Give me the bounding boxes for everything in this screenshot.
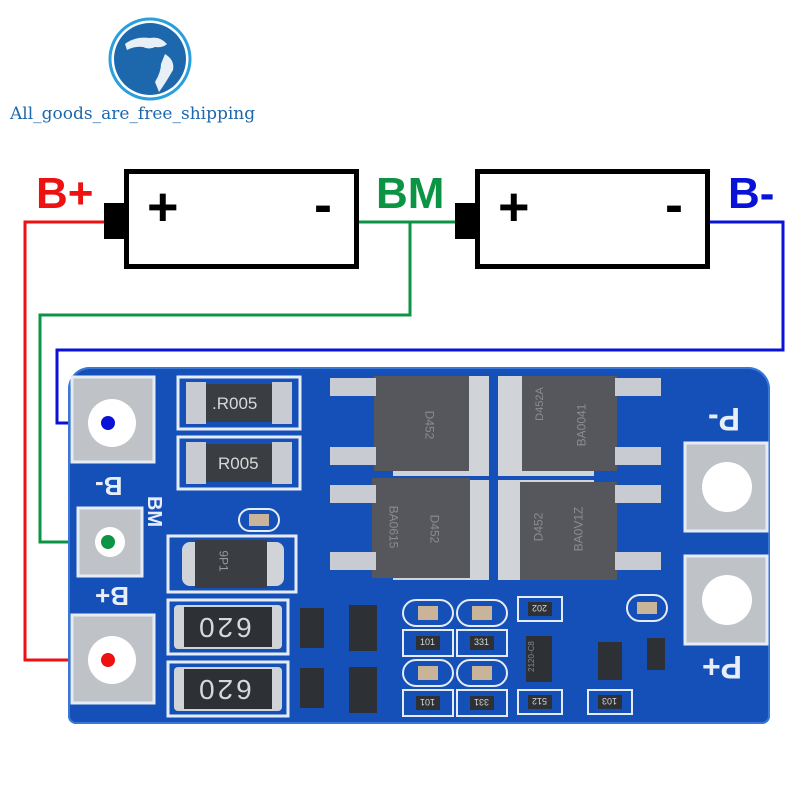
shunt-1-marking: .R005 [212,394,258,413]
resistor-620-2 [166,660,290,718]
silk-b-plus: B+ [95,581,129,611]
mosfet-4-line2: BA0V1Z [571,506,586,552]
shunt-resistor-2 [176,435,302,491]
logo-text: All_goods_are_free_shipping [10,104,256,124]
diode [166,534,298,594]
mosfet-3 [330,478,489,580]
smd-331-1: 331 [474,637,490,647]
smd-103: 103 [602,696,618,706]
mosfet-4 [498,480,661,580]
silk-b-minus: B- [95,471,123,501]
silk-bm: BM [143,495,166,528]
pad-p-minus [683,441,769,533]
mosfet-3-line1: D452 [427,514,442,544]
smd-101-2: 101 [420,697,436,707]
silk-p-minus: P- [708,401,740,437]
ic-marking: 2120-C8 [526,641,536,672]
mosfet-2-line1: D452A [533,387,546,421]
smd-202: 202 [532,603,548,613]
capacitor-bm [238,508,280,532]
mosfet-1-line1: D452 [422,410,437,440]
resistor-620-2-marking: 620 [196,674,252,705]
smd-331-2: 331 [474,697,490,707]
sot-ic-group [300,605,665,713]
mosfet-2-line2: BA0041 [574,403,589,447]
wire-b-plus [23,220,105,662]
mosfet-4-line1: D452 [531,512,546,542]
battery-1-terminal [104,203,126,239]
shunt-resistor-1 [176,375,302,431]
label-b-minus: B- [728,169,775,218]
diode-marking: 9P1 [216,550,231,572]
wire-bm [38,222,412,544]
globe-icon [108,17,192,101]
smd-512: 512 [532,696,548,706]
dot-bm [101,535,115,549]
battery-1: + - [124,169,359,269]
battery-1-minus: - [314,175,332,235]
battery-2: + - [475,169,710,269]
label-b-plus: B+ [36,169,94,218]
smd-101-1: 101 [420,637,436,647]
silk-p-plus: P+ [702,649,743,685]
resistor-620-1 [166,598,290,656]
battery-1-plus: + [147,177,179,237]
mosfet-2 [498,376,661,476]
smd-small-group [402,594,668,717]
resistor-620-1-marking: 620 [196,612,252,643]
battery-2-plus: + [498,177,530,237]
dot-b-plus [101,653,115,667]
mosfet-1 [330,376,489,476]
label-bm: BM [376,169,445,218]
dot-b-minus [101,416,115,430]
pad-p-plus [683,554,769,646]
logo [105,14,195,104]
battery-2-terminal [455,203,477,239]
wire-b-minus [55,220,785,425]
mosfet-3-line2: BA0615 [386,505,401,549]
shunt-2-marking: R005 [218,454,259,473]
battery-2-minus: - [665,175,683,235]
